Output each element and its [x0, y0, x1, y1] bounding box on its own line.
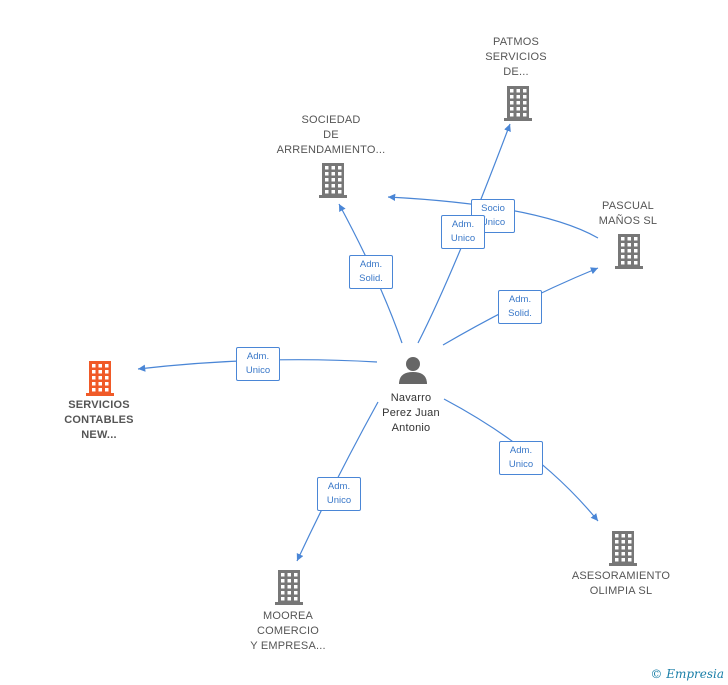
company-label-line: MOOREA [262, 610, 314, 622]
edge-label-line: Adm. [508, 294, 532, 305]
company-label-line: SERVICIOS [68, 399, 130, 411]
person-label-line: Perez Juan [382, 407, 440, 419]
edge-label-patmos[interactable]: Adm. Unico [441, 215, 485, 249]
edge-label-line: Unico [245, 365, 271, 376]
person-label-line: Antonio [391, 422, 431, 434]
person-label-line: Navarro [390, 392, 432, 404]
building-icon[interactable] [275, 570, 303, 605]
edge-label-sociedad[interactable]: Adm. Solid. [349, 255, 393, 289]
copyright-symbol: © [650, 667, 663, 681]
company-label-patmos[interactable]: PATMOS SERVICIOS DE... [446, 35, 586, 80]
edge-label-line: Socio [481, 203, 505, 214]
edge-label-asesoramiento[interactable]: Adm. Unico [499, 441, 543, 475]
company-label-line: SERVICIOS [485, 51, 547, 63]
brand-logo: Empresia [666, 667, 724, 681]
company-label-line: Y EMPRESA... [250, 640, 326, 652]
company-label-line: OLIMPIA SL [589, 585, 653, 597]
edge-label-line: Unico [508, 459, 534, 470]
edge-label-line: Unico [450, 233, 476, 244]
person-icon[interactable] [399, 357, 427, 384]
edge-label-line: Unico [326, 495, 352, 506]
edge-label-pascual[interactable]: Adm. Solid. [498, 290, 542, 324]
edge-label-line: Adm. [246, 351, 270, 362]
edge-label-line: Único [480, 217, 506, 228]
company-label-line: ASESORAMIENTO [571, 570, 671, 582]
building-icon[interactable] [319, 163, 347, 198]
company-label-line: DE [323, 129, 339, 141]
edge-label-line: Adm. [359, 259, 383, 270]
building-icon[interactable] [86, 361, 114, 396]
company-label-line: MAÑOS SL [598, 215, 658, 227]
person-label[interactable]: Navarro Perez Juan Antonio [341, 391, 481, 436]
company-label-servicios[interactable]: SERVICIOS CONTABLES NEW... [29, 398, 169, 443]
edge-label-line: Adm. [327, 481, 351, 492]
company-label-line: PASCUAL [602, 200, 654, 212]
company-label-moorea[interactable]: MOOREA COMERCIO Y EMPRESA... [218, 609, 358, 654]
building-icon[interactable] [615, 234, 643, 269]
building-icon[interactable] [504, 86, 532, 121]
company-label-line: ARRENDAMIENTO... [276, 144, 386, 156]
edge-label-line: Solid. [508, 308, 532, 319]
company-label-line: SOCIEDAD [301, 114, 361, 126]
edge-line-pascual-sociedad [387, 193, 599, 239]
company-label-line: COMERCIO [256, 625, 320, 637]
footer-brand: © Empresia [650, 667, 724, 681]
edge-label-line: Adm. [509, 445, 533, 456]
company-label-line: PATMOS [492, 36, 540, 48]
company-label-line: DE... [503, 66, 529, 78]
company-label-asesoramiento[interactable]: ASESORAMIENTO OLIMPIA SL [551, 569, 691, 599]
company-label-line: NEW... [81, 429, 117, 441]
company-label-line: CONTABLES [64, 414, 134, 426]
edge-label-moorea[interactable]: Adm. Unico [317, 477, 361, 511]
company-label-sociedad[interactable]: SOCIEDAD DE ARRENDAMIENTO... [261, 113, 401, 158]
building-icon[interactable] [609, 531, 637, 566]
company-label-pascual[interactable]: PASCUAL MAÑOS SL [558, 199, 698, 229]
edge-line-patmos [417, 123, 511, 344]
edge-label-servicios[interactable]: Adm. Unico [236, 347, 280, 381]
edge-label-pascual-sociedad[interactable]: Socio Único [471, 199, 515, 233]
edge-label-line: Adm. [451, 219, 475, 230]
edge-label-line: Solid. [359, 273, 383, 284]
